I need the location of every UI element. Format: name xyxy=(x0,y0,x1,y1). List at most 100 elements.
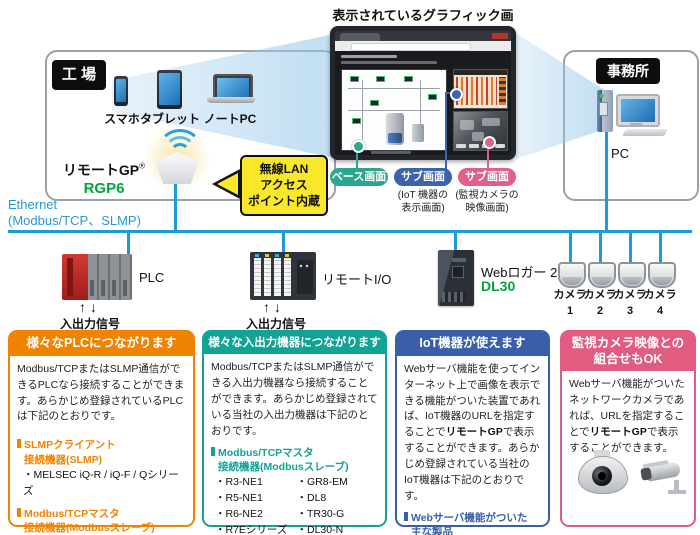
bullet-camera-bracket xyxy=(674,480,679,492)
plc-label: PLC xyxy=(139,270,165,285)
laptop-label: ノートPC xyxy=(203,112,257,126)
sub-iot-caption: (IoT 機器の表示画面) xyxy=(397,190,449,214)
browser-window xyxy=(335,31,511,155)
plc-io-label: 入出力信号 xyxy=(60,317,121,331)
plc-io-arrows: ↑↓ xyxy=(79,299,101,315)
iot-connector-dot xyxy=(450,88,463,101)
office-drop-line xyxy=(605,128,608,232)
browser-tabbar xyxy=(335,31,511,41)
browser-tab xyxy=(340,33,380,41)
info-box-plc: 様々なPLCにつながります Modbus/TCPまたはSLMP通信ができるPLC… xyxy=(8,330,195,534)
network-camera-icon xyxy=(588,262,616,288)
info-box-camera-title: 監視カメラ映像との組合せもOK xyxy=(562,332,694,372)
wifi-icon-arc3 xyxy=(170,143,190,153)
sub-screen-cam-pill: サブ画面 xyxy=(458,168,516,186)
ap-drop-line xyxy=(174,184,177,232)
factory-label: 工 場 xyxy=(52,60,106,90)
dl30-drop xyxy=(454,232,457,254)
ethernet-label: Ethernet(Modbus/TCP、SLMP) xyxy=(8,197,141,228)
network-camera-icon xyxy=(648,262,676,288)
base-leader-line xyxy=(356,146,358,172)
cam-connector-dot xyxy=(483,136,496,149)
network-camera-icon xyxy=(558,262,586,288)
info-box-iot: IoT機器が使えます Webサーバ機能を使ってインターネット上で画像を表示できる… xyxy=(395,330,550,535)
plc-section-slmp-item: ・MELSEC iQ-R / iQ-F / Qシリーズ xyxy=(23,468,179,497)
iot-section: Webサーバ機能がついた主な製品 xyxy=(404,511,541,535)
panel-caption-bar xyxy=(371,151,411,154)
tablet-label: タブレット xyxy=(140,112,201,126)
rio-io-arrows: ↑↓ xyxy=(263,299,285,315)
laptop-base xyxy=(207,97,255,103)
tablet-icon xyxy=(157,70,182,109)
base-screen-panel xyxy=(341,69,447,151)
camera2-drop xyxy=(599,232,602,264)
info-box-camera-body: Webサーバ機能がついたネットワークカメラであれば、URLを指定することでリモー… xyxy=(569,378,685,455)
gateway-name: リモートGP xyxy=(62,162,140,178)
gateway-model: RGP6 xyxy=(83,180,125,197)
io-device-list: ・R3-NE1・R5-NE1 ・R6-NE2・R7Eシリーズ ・GR8-EM・D… xyxy=(215,476,348,535)
bullet-camera-icon xyxy=(640,459,682,482)
callout-line1: 無線LAN xyxy=(259,162,309,176)
info-box-plc-title: 様々なPLCにつながります xyxy=(10,332,193,356)
rio-io-label: 入出力信号 xyxy=(246,317,307,331)
info-box-iot-body: Webサーバ機能を使ってインターネット上で画像を表示できる機能がついた装置であれ… xyxy=(404,362,541,503)
info-box-plc-body: Modbus/TCPまたはSLMP通信ができるPLCなら接続することができます。… xyxy=(17,362,185,423)
laptop-icon xyxy=(213,74,253,99)
info-box-io: 様々な入出力機器につながります Modbus/TCPまたはSLMP通信ができる入… xyxy=(202,330,387,535)
pc-tower-icon xyxy=(597,90,613,132)
web-logger-label: Webロガー 2 xyxy=(481,265,558,280)
callout-line2: アクセス xyxy=(260,178,308,193)
remote-io-label: リモートI/O xyxy=(322,272,392,287)
dome-camera-icon xyxy=(594,450,610,457)
wlan-callout: 無線LAN アクセス ポイント内蔵 xyxy=(240,155,328,216)
wifi-icon xyxy=(158,129,202,149)
plc-icon xyxy=(62,254,132,300)
web-logger-icon xyxy=(438,250,474,306)
sub-screen-iot-pill: サブ画面 xyxy=(394,168,452,186)
rio-drop xyxy=(282,232,285,254)
camera3-drop xyxy=(629,232,632,264)
sub-cam-caption: (監視カメラの映像画面) xyxy=(455,190,519,214)
smartphone-label: スマホ xyxy=(104,112,140,126)
base-screen-pill: ベース画面 xyxy=(330,168,388,186)
callout-line3: ポイント内蔵 xyxy=(247,194,320,209)
dome-camera-body xyxy=(578,456,628,494)
cam-leader-line xyxy=(487,142,489,172)
close-button-icon xyxy=(492,33,508,39)
pc-monitor-icon xyxy=(616,94,660,127)
iot-trend-panel xyxy=(453,69,508,109)
plc-section-modbus: Modbus/TCPマスタ接続機器(Modbusスレーブ) xyxy=(17,507,186,535)
camera-video-panel xyxy=(453,111,508,151)
wifi-icon-arc2 xyxy=(164,136,196,151)
info-box-io-body: Modbus/TCPまたはSLMP通信ができる入出力機器なら接続することができま… xyxy=(211,361,378,438)
info-box-io-title: 様々な入出力機器につながります xyxy=(204,332,385,355)
plc-drop xyxy=(127,232,130,256)
tank-graphic xyxy=(386,113,404,145)
info-box-camera: 監視カメラ映像との組合せもOK Webサーバ機能がついたネットワークカメラであれ… xyxy=(560,330,696,527)
camera4-drop xyxy=(659,232,662,264)
remote-io-icon xyxy=(250,252,316,300)
url-field xyxy=(351,43,471,51)
ethernet-bus xyxy=(8,230,692,233)
smartphone-icon xyxy=(114,76,128,106)
network-camera-icon xyxy=(618,262,646,288)
pc-label: PC xyxy=(610,146,630,161)
page-heading-bar xyxy=(341,55,397,58)
web-logger-model: DL30 xyxy=(481,278,516,294)
io-section: Modbus/TCPマスタ接続機器(Modbusスレーブ) xyxy=(211,446,378,474)
base-connector-dot xyxy=(352,140,365,153)
info-box-iot-title: IoT機器が使えます xyxy=(397,332,548,356)
page-subheading-bar xyxy=(341,61,437,64)
bullet-camera-base xyxy=(668,490,686,494)
pc-keyboard-icon xyxy=(621,129,669,136)
office-label: 事務所 xyxy=(596,58,660,84)
gateway-label: リモートGP® RGP6 xyxy=(58,160,150,198)
browser-addressbar xyxy=(335,41,511,51)
iot-leader-line xyxy=(445,92,447,172)
camera1-drop xyxy=(569,232,572,264)
